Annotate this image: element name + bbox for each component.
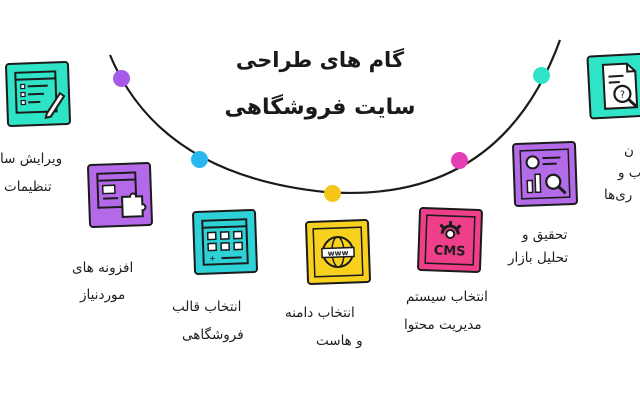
step-card-analysis: ? [586, 52, 640, 120]
layout-template-icon: + [201, 218, 249, 266]
svg-text:www: www [327, 248, 348, 258]
step-label-analysis-2: ب و [618, 165, 640, 181]
step-card-template: + [191, 208, 259, 276]
step-card-settings [4, 60, 72, 128]
step-label-settings-2: تنظیمات [4, 179, 52, 195]
step-label-settings-1: ویرایش سا [0, 151, 63, 167]
step-dot-analysis [533, 67, 550, 84]
step-label-template-1: انتخاب قالب [172, 299, 242, 315]
cms-gear-icon: CMS [424, 214, 476, 266]
document-search-icon: ? [601, 62, 639, 110]
step-label-analysis-1: ن [624, 143, 634, 159]
step-label-market-1: تحقیق و [522, 227, 568, 243]
step-dot-market [451, 152, 468, 169]
svg-text:+: + [209, 254, 216, 263]
step-label-cms-1: انتخاب سیستم [406, 289, 488, 305]
step-card-domain: www [304, 218, 372, 286]
puzzle-window-icon [96, 171, 147, 218]
step-card-market [511, 140, 579, 208]
step-label-cms-2: مدیریت محتوا [404, 317, 482, 333]
edit-list-icon [14, 70, 66, 120]
diagram-title-line2: سایت فروشگاهی [224, 95, 416, 120]
step-dot-plugins [113, 70, 130, 87]
step-label-plugins-1: افزونه های [72, 260, 134, 276]
step-label-domain-2: و هاست [316, 333, 363, 349]
step-dot-template [191, 151, 208, 168]
step-card-plugins [86, 161, 154, 229]
diagram-title-line1: گام های طراحی [235, 48, 405, 72]
step-label-plugins-2: موردنیاز [80, 287, 126, 303]
svg-text:?: ? [620, 90, 626, 101]
step-card-cms: CMS [416, 206, 484, 274]
step-label-analysis-3: ری‌ها [604, 187, 633, 203]
chart-magnifier-icon [519, 148, 571, 200]
svg-text:CMS: CMS [433, 243, 465, 259]
step-label-market-2: تحلیل بازار [508, 250, 569, 266]
www-globe-icon: www [312, 226, 364, 278]
step-dot-cms [324, 185, 341, 202]
step-label-domain-1: انتخاب دامنه [285, 305, 355, 321]
step-label-template-2: فروشگاهی [182, 327, 244, 343]
